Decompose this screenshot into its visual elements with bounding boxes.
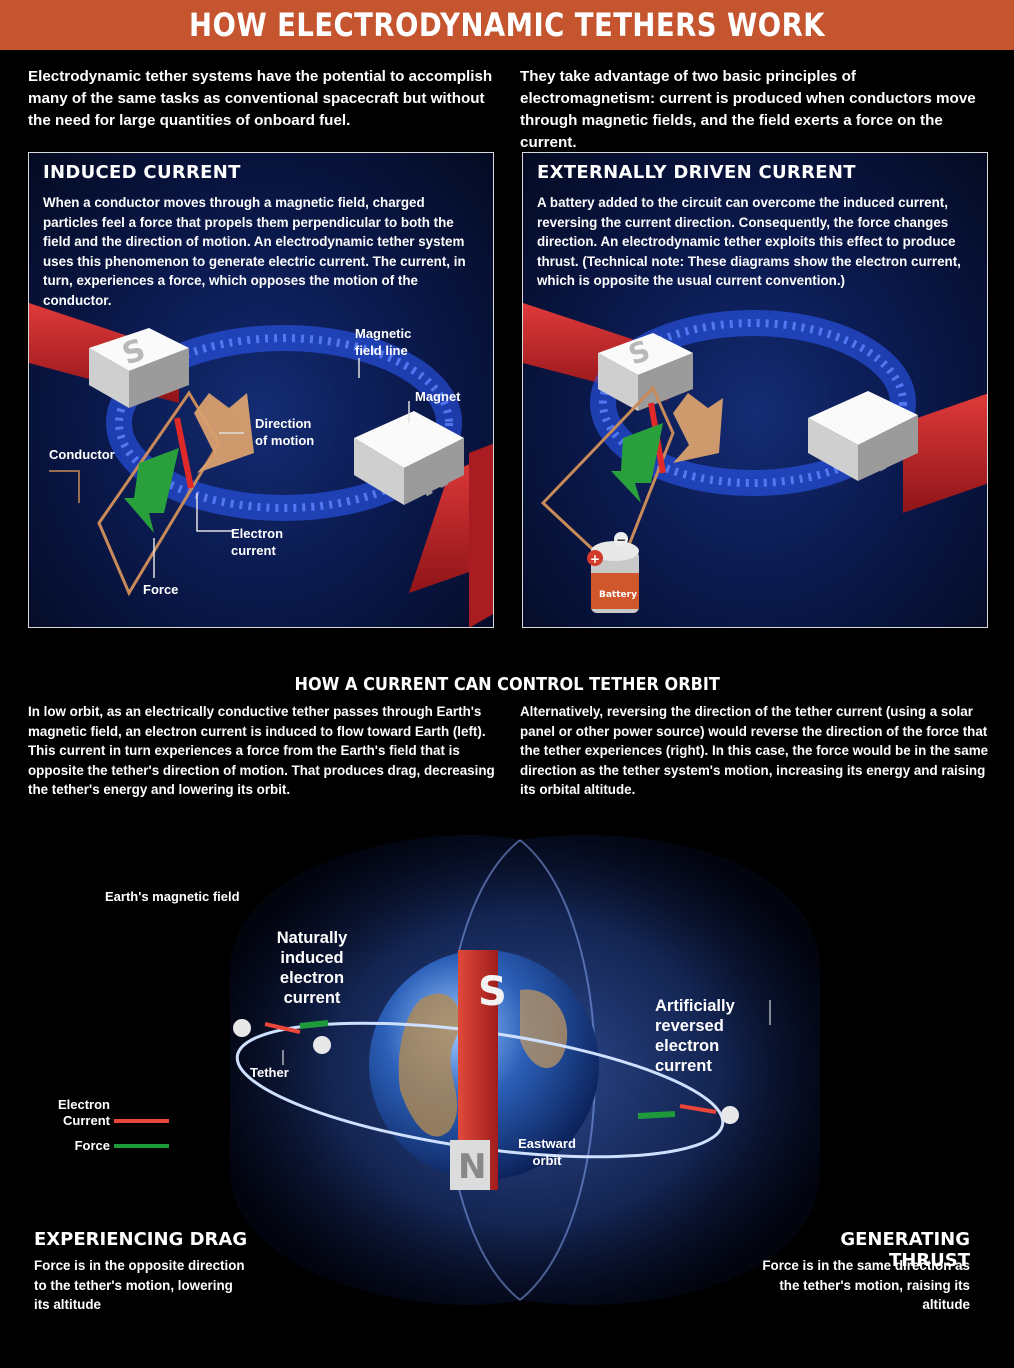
drag-text: Force is in the opposite direction to th… [34,1258,245,1312]
tether-right-endmass [721,1106,739,1124]
svg-text:+: + [590,552,600,566]
earth-orbit-illustration: S N [230,835,820,1305]
drag-force-arrow [299,1020,329,1029]
induced-current-illustration: S N [29,303,493,627]
svg-text:−: − [616,533,626,547]
magnetic-field-line-label: Magnetic field line [355,326,412,358]
force-arrow [611,423,663,503]
page-title: HOW ELECTRODYNAMIC TETHERS WORK [189,6,825,44]
thrust-title: GENERATING THRUST [840,1229,970,1271]
natural-electron-current-arrow [264,1022,301,1034]
induced-current-title: INDUCED CURRENT [43,162,241,183]
artificially-reversed-label: Artificially reversed electron current [655,997,735,1075]
externally-driven-text: A battery added to the circuit can overc… [537,195,961,288]
tether-left-endmass-inner [313,1036,331,1054]
magnet-label: Magnet [415,389,461,404]
induced-current-text: When a conductor moves through a magneti… [43,195,466,308]
intro-left-text: Electrodynamic tether systems have the p… [28,68,493,129]
conductor-label: Conductor [49,447,115,462]
direction-of-motion-label: Direction of motion [255,416,315,448]
eastward-orbit-label: Eastward orbit [518,1136,576,1168]
battery-plus-terminal [587,550,603,566]
force-label: Force [143,582,179,597]
externally-driven-illustration: S N Battery + − [523,303,987,613]
orbit-right-text: Alternatively, reversing the direction o… [520,704,989,797]
force-arrow [124,448,179,533]
legend-force-swatch [114,1144,169,1148]
legend-force-label: Force [74,1138,110,1153]
thrust-force-arrow [637,1111,676,1119]
thrust-text: Force is in the same direction as the te… [762,1258,970,1312]
orbit-section-title: HOW A CURRENT CAN CONTROL TETHER ORBIT [294,675,720,695]
magnet-n-bar [903,393,987,513]
earth-magnetic-field-label: Earth's magnetic field [105,889,240,904]
battery-label: Battery [599,590,637,600]
legend-electron-label: Electron Current [57,1097,110,1128]
orbit-left-text: In low orbit, as an electrically conduct… [28,704,495,797]
induced-current-panel: S N INDUCED CURRENT When a conductor mov… [28,152,494,628]
intro-right-text: They take advantage of two basic princip… [520,68,976,151]
electron-wire [174,417,194,489]
legend-electron-swatch [114,1119,169,1123]
battery-minus-terminal [614,532,628,546]
title-banner: HOW ELECTRODYNAMIC TETHERS WORK [0,0,1014,50]
earth-pole-n: N [458,1147,486,1187]
drag-title: EXPERIENCING DRAG [34,1229,248,1250]
tether-label: Tether [250,1065,289,1080]
earth-pole-s: S [478,969,507,1015]
externally-driven-title: EXTERNALLY DRIVEN CURRENT [537,162,856,183]
tether-left-endmass-outer [233,1019,251,1037]
electron-current-label: Electron current [231,526,284,558]
naturally-induced-label: Naturally induced electron current [276,929,348,1007]
externally-driven-panel: S N Battery + − EXTERNALLY DRIVEN CURREN… [522,152,988,628]
direction-arrow [673,393,723,463]
reversed-electron-current-arrow [679,1104,717,1114]
